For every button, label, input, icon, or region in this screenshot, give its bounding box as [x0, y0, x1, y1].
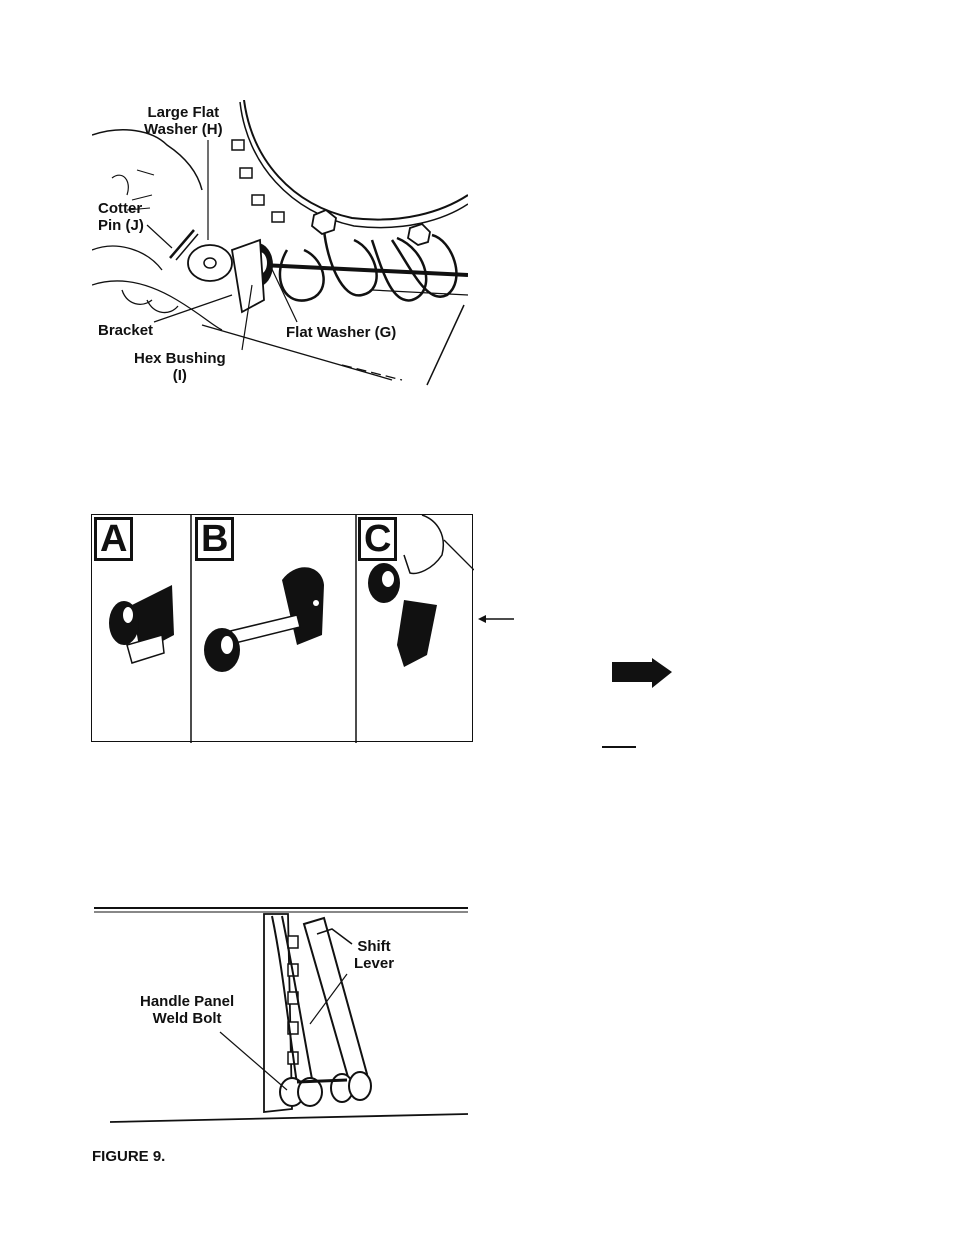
figure-caption: FIGURE 9. — [92, 1148, 165, 1165]
washer-assembly-illustration: Large Flat Washer (H) Cotter Pin (J) Bra… — [92, 100, 468, 388]
panel-c-label: C — [358, 517, 397, 561]
bushing-orientation-panels: A B C — [91, 514, 473, 742]
panel-a-drawing — [109, 585, 174, 663]
label-bracket: Bracket — [98, 322, 153, 339]
pointer-arrow-icon — [478, 612, 516, 626]
shift-lever-illustration: Shift Lever Handle Panel Weld Bolt — [92, 904, 468, 1160]
right-arrow-icon — [612, 658, 674, 692]
panel-b-drawing — [204, 567, 324, 672]
label-cotter-pin: Cotter Pin (J) — [98, 200, 144, 234]
divider-line — [602, 746, 636, 748]
panel-a-label: A — [94, 517, 133, 561]
washer-assembly-drawing — [92, 100, 468, 388]
label-shift-lever: Shift Lever — [354, 938, 394, 972]
label-large-flat-washer: Large Flat Washer (H) — [144, 104, 223, 138]
panel-b-label: B — [195, 517, 234, 561]
label-handle-panel-weld-bolt: Handle Panel Weld Bolt — [140, 993, 234, 1027]
bushing-panels-drawing — [92, 515, 474, 743]
label-hex-bushing: Hex Bushing (I) — [134, 350, 226, 384]
label-flat-washer: Flat Washer (G) — [286, 324, 396, 341]
shift-lever-drawing — [92, 904, 468, 1160]
